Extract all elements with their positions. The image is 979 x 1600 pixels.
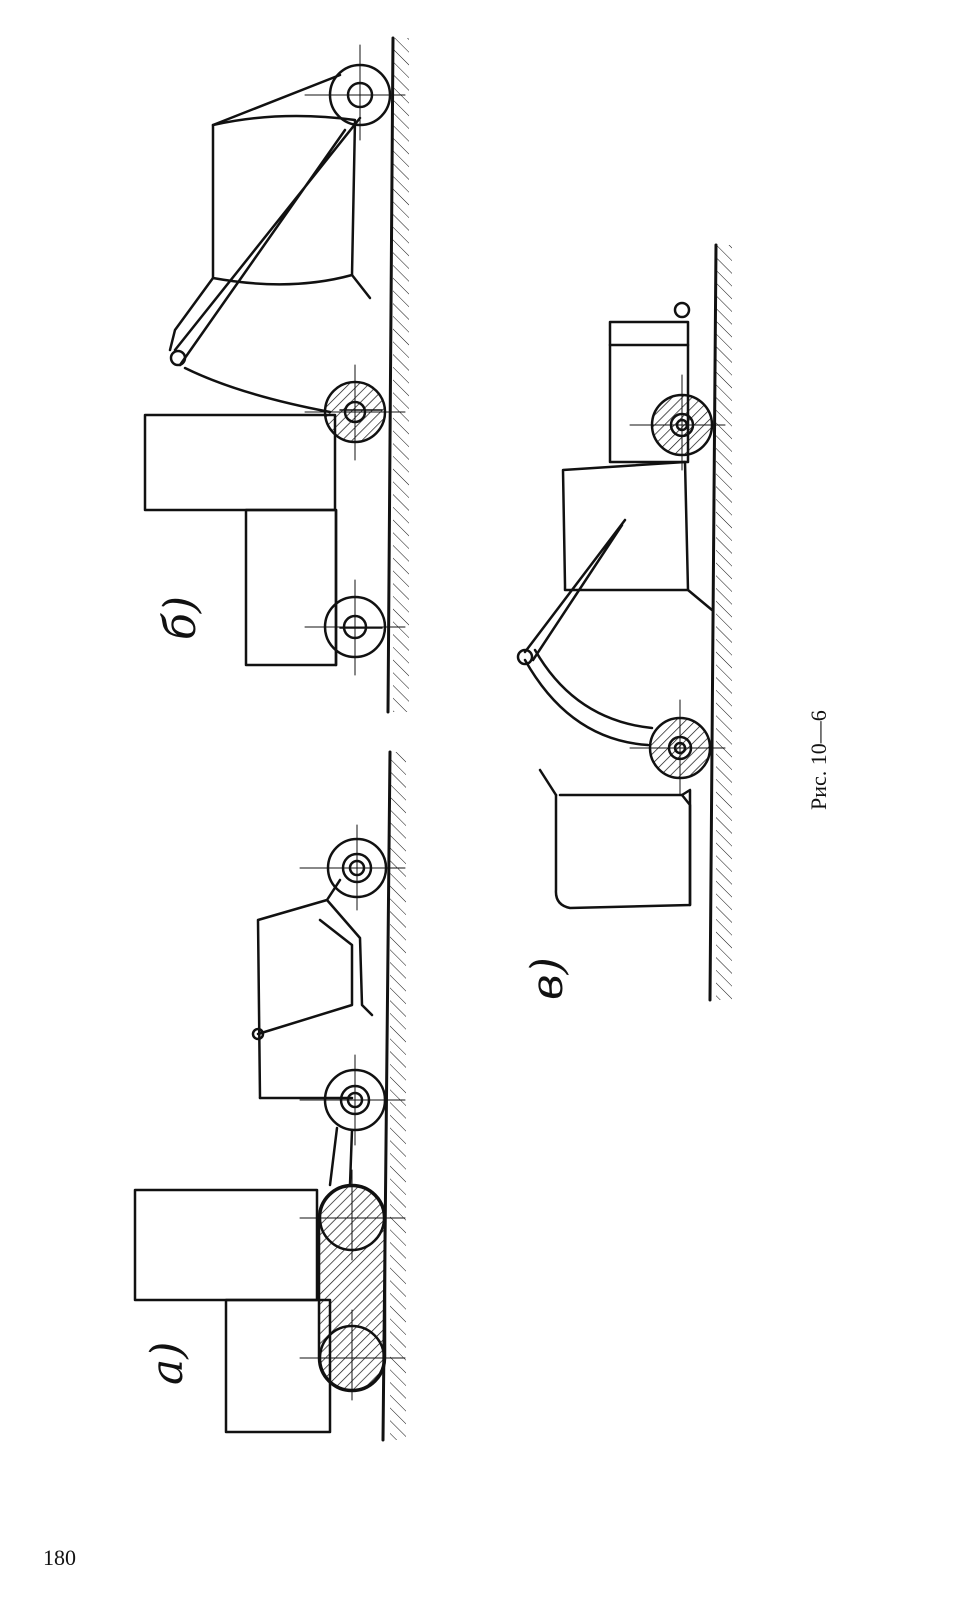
figure-caption: Рис. 10—6 bbox=[806, 710, 831, 810]
panel-label-v: в) bbox=[522, 957, 573, 1000]
panel-label-b: б) bbox=[155, 596, 206, 640]
panel-label-a: а) bbox=[142, 1342, 193, 1385]
panel-a-machine bbox=[133, 750, 406, 1442]
panel-b-machine bbox=[143, 36, 409, 714]
panel-v-machine bbox=[516, 243, 732, 1002]
page-number: 180 bbox=[43, 1545, 76, 1570]
